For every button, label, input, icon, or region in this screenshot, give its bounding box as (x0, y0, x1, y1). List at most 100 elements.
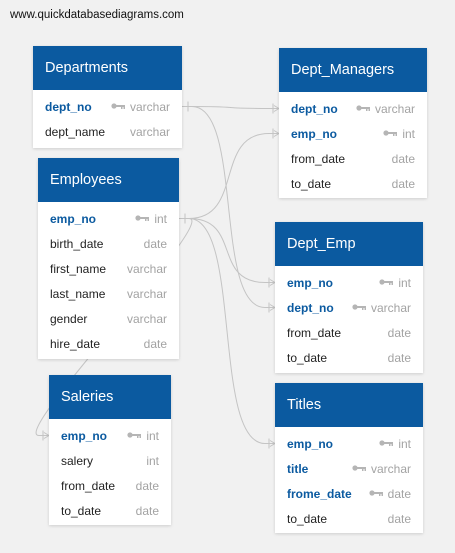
column-row-last-name[interactable]: last_name varchar (38, 281, 179, 306)
column-type: varchar (126, 262, 167, 276)
key-icon (379, 440, 394, 446)
relationship-line (182, 106, 275, 308)
column-row-dept-no[interactable]: dept_no varchar (279, 96, 427, 121)
column-name: first_name (50, 262, 107, 276)
column-type: int (154, 212, 167, 226)
column-type: date (391, 177, 415, 191)
key-icon (111, 103, 125, 109)
column-name: emp_no (291, 127, 338, 141)
key-icon (352, 465, 366, 471)
column-type: date (143, 237, 167, 251)
key-icon (352, 304, 366, 310)
column-row-to-date[interactable]: to_date date (275, 345, 423, 370)
column-type: varchar (126, 287, 167, 301)
column-row-hire-date[interactable]: hire_date date (38, 331, 179, 356)
column-row-dept-name[interactable]: dept_name varchar (33, 119, 182, 144)
column-row-to-date[interactable]: to_date date (275, 506, 423, 531)
column-name: birth_date (50, 237, 104, 251)
table-dept-managers[interactable]: Dept_Managers dept_no varchar emp_no int fro… (279, 48, 427, 198)
column-name: frome_date (287, 487, 352, 501)
column-type: date (387, 512, 411, 526)
column-type: int (398, 437, 411, 451)
column-name: to_date (291, 177, 332, 191)
column-type: int (146, 429, 159, 443)
key-icon (369, 490, 383, 496)
table-header[interactable]: Dept_Emp (275, 222, 423, 266)
column-row-dept-no[interactable]: dept_no varchar (33, 94, 182, 119)
column-row-emp-no[interactable]: emp_no int (49, 423, 171, 448)
column-type: int (402, 127, 415, 141)
column-row-from-date[interactable]: from_date date (49, 473, 171, 498)
site-url[interactable]: www.quickdatabasediagrams.com (10, 9, 184, 21)
column-row-birth-date[interactable]: birth_date date (38, 231, 179, 256)
column-row-salery[interactable]: salery int (49, 448, 171, 473)
column-type: varchar (126, 312, 167, 326)
table-header[interactable]: Employees (38, 158, 179, 202)
column-row-from-date[interactable]: from_date date (279, 146, 427, 171)
column-name: last_name (50, 287, 106, 301)
key-icon (127, 432, 142, 438)
column-type: varchar (370, 462, 411, 476)
key-icon (379, 279, 394, 285)
column-row-to-date[interactable]: to_date date (279, 171, 427, 196)
relationship-line (179, 218, 275, 283)
column-type: int (398, 276, 411, 290)
column-name: hire_date (50, 337, 101, 351)
column-name: to_date (287, 512, 328, 526)
column-row-title[interactable]: title varchar (275, 456, 423, 481)
column-type: varchar (370, 301, 411, 315)
column-type: date (135, 479, 159, 493)
column-row-emp-no[interactable]: emp_no int (279, 121, 427, 146)
key-icon (356, 105, 370, 111)
column-type: date (387, 326, 411, 340)
column-name: from_date (61, 479, 116, 493)
column-type: date (135, 504, 159, 518)
column-type: varchar (129, 125, 170, 139)
table-header[interactable]: Dept_Managers (279, 48, 427, 92)
column-name: salery (61, 454, 94, 468)
column-row-gender[interactable]: gender varchar (38, 306, 179, 331)
column-type: date (387, 487, 411, 501)
table-header[interactable]: Saleries (49, 375, 171, 419)
column-type: int (146, 454, 159, 468)
column-name: dept_no (291, 102, 338, 116)
table-dept-emp[interactable]: Dept_Emp emp_no int dept_no varchar from_dat… (275, 222, 423, 373)
column-name: title (287, 462, 309, 476)
relationship-line (179, 133, 279, 219)
column-type: varchar (374, 102, 415, 116)
column-name: emp_no (287, 437, 334, 451)
table-header[interactable]: Titles (275, 383, 423, 427)
column-name: from_date (291, 152, 346, 166)
column-row-emp-no[interactable]: emp_no int (275, 431, 423, 456)
column-row-emp-no[interactable]: emp_no int (275, 270, 423, 295)
column-row-emp-no[interactable]: emp_no int (38, 206, 179, 231)
column-row-first-name[interactable]: first_name varchar (38, 256, 179, 281)
column-name: gender (50, 312, 88, 326)
column-name: to_date (287, 351, 328, 365)
key-icon (135, 215, 150, 221)
column-row-dept-no[interactable]: dept_no varchar (275, 295, 423, 320)
column-type: date (387, 351, 411, 365)
column-name: emp_no (287, 276, 334, 290)
column-type: varchar (129, 100, 170, 114)
column-type: date (143, 337, 167, 351)
column-row-frome-date[interactable]: frome_date date (275, 481, 423, 506)
column-name: dept_no (45, 100, 92, 114)
column-name: emp_no (61, 429, 108, 443)
column-name: emp_no (50, 212, 97, 226)
table-header[interactable]: Departments (33, 46, 182, 90)
column-name: dept_name (45, 125, 106, 139)
column-name: dept_no (287, 301, 334, 315)
column-type: date (391, 152, 415, 166)
